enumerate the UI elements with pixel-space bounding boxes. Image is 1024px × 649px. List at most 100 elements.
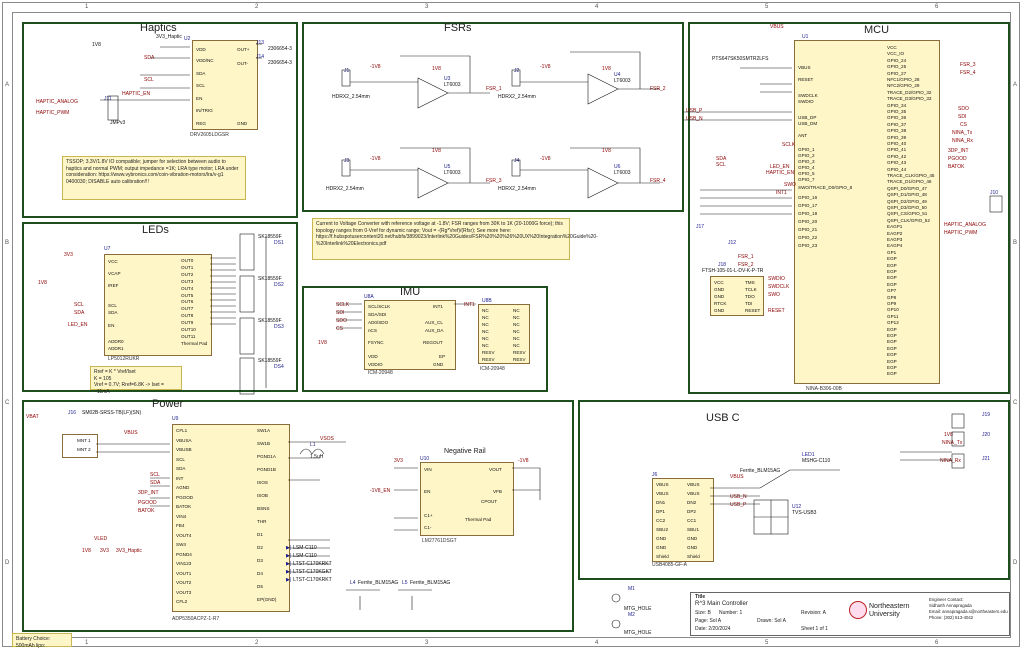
mcu-title: MCU	[864, 24, 890, 36]
imu2-right-pin-3: NC	[513, 329, 520, 334]
neg-rail-ic-ref: U10	[420, 456, 430, 462]
haptics-sda-net: SDA	[144, 55, 155, 61]
usb-right-pin-2: DN2	[687, 500, 697, 505]
fsr-opamp-u4: U4	[614, 72, 621, 78]
grid-row-b: B	[5, 240, 10, 246]
mcu-pin-ant: ANT	[798, 133, 808, 138]
imu2-right-pin-2: NC	[513, 322, 520, 327]
usb-left-pin-6: GND	[656, 536, 667, 541]
imu-pin-aux-da: AUX_DA	[425, 328, 444, 333]
power-scl-net: SCL	[150, 472, 160, 478]
imu2-right-pin-5: NC	[513, 343, 520, 348]
mcu-3dp-int-net: 3DP_INT	[948, 148, 969, 154]
title-block-size: Size: B	[695, 610, 711, 616]
pin-out-minus: OUT-	[237, 61, 248, 66]
imu-pin-ad0: AD0/SDO	[368, 320, 389, 325]
fsr-4-output: FSR_4	[650, 178, 666, 184]
mcu-pin-gpio-21: GPIO_21	[798, 227, 818, 232]
usb-right-pin-1: VBUS	[687, 491, 700, 496]
power-left-pin-2: VBUSB	[176, 447, 192, 452]
mcu-pin-vbus: VBUS	[798, 65, 811, 70]
usb-esd-ref: U12	[792, 504, 802, 510]
mcu-pin-gpio-3: GPIO_3	[798, 159, 815, 164]
power-left-pin-16: VOUT2	[176, 580, 192, 585]
power-left-pin-1: VBUSA	[176, 437, 192, 443]
debug-pin-gnd-2: GND	[714, 294, 725, 299]
led-pin-en: EN	[108, 323, 115, 328]
mcu-right-pin-5: NFC1/GPIO_28	[887, 77, 920, 82]
uart-rx-net: NINA_Rx	[940, 458, 961, 464]
power-inductor-ref: L1	[310, 442, 316, 448]
imu2-right-pin-0: NC	[513, 308, 520, 313]
power-left-pin-9: VIN4	[176, 513, 187, 519]
mcu-right-pin-24: QSPI_D2/GPIO_49	[887, 198, 927, 204]
led-out-pin-6: OUT6	[181, 299, 194, 305]
power-vled-net: VLED	[94, 536, 108, 542]
battery-conn-ref: J16	[68, 410, 77, 416]
power-vsos-net: VSOS	[320, 436, 334, 442]
imu-sdo-net: SDO	[336, 318, 347, 324]
imu-pin-fsync: FSYNC	[368, 340, 384, 345]
mcu-right-pin-45: EGP	[887, 333, 897, 338]
power-right-pin-10: D3	[257, 558, 263, 563]
neg-rail-3v3-net: 3V3	[394, 458, 403, 464]
led-out-pin-0: OUT0	[181, 258, 194, 263]
imu-pin-ep: EP	[439, 354, 446, 359]
mcu-pin-gpio-5: GPIO_5	[798, 171, 815, 176]
mcu-right-pin-50: EGP	[887, 365, 897, 370]
mcu-fsr1-net: FSR_1	[738, 254, 754, 260]
power-right-pin-13: EP(GND)	[257, 597, 277, 602]
usb-vbus-net: VBUS	[730, 474, 744, 480]
mcu-right-pin-18: GPIO_43	[887, 160, 907, 166]
power-right-pin-4: ISOS	[257, 480, 268, 485]
usb-right-pin-0: VBUS	[687, 482, 700, 487]
mcu-right-pin-19: GPIO_44	[887, 166, 907, 172]
usb-status-led-part: MSHG-C110	[802, 458, 831, 464]
fsr-conn-j1-part: HDRX2_2.54mm	[332, 94, 370, 100]
led-out-pin-11: OUT11	[181, 333, 196, 339]
status-led-4: ▶|LTST-C170KRKT	[286, 568, 332, 586]
mcu-sdo-net: SDO	[958, 106, 969, 112]
haptics-1v8-net: 1V8	[92, 42, 101, 48]
battery-note: Battery Choice: 500mAh lipo:	[12, 633, 72, 649]
power-left-pin-5: INT	[176, 475, 184, 481]
haptics-ic-part: DRV2605LDGSR	[190, 132, 229, 138]
fsr-conn-j1: J1	[344, 68, 350, 74]
grid-row-d: D	[5, 560, 10, 566]
mcu-right-pin-26: QSPI_CS/GPIO_51	[887, 211, 928, 217]
mcu-pin-gpio-17: GPIO_17	[798, 203, 818, 208]
mcu-right-pin-20: TRACE_CLK/GPIO_45	[887, 173, 935, 178]
power-left-pin-4: SDA	[176, 466, 186, 471]
mcu-usbp-net: USB_P	[686, 108, 703, 114]
imu2-left-pin-4: NC	[482, 336, 489, 341]
mcu-haptic-pwm-net: HAPTIC_PWM	[944, 230, 978, 236]
imu2-left-pin-6: RESV	[482, 350, 495, 355]
mcu-right-pin-21: TRACE_D1/GPIO_46	[887, 179, 932, 185]
mcu-right-pin-2: GPIO_24	[887, 57, 907, 63]
battery-mnt-1: MNT 1	[77, 438, 91, 443]
imu-cs-net: CS	[336, 326, 343, 332]
led-diode-icon: ▶|	[286, 577, 292, 583]
haptics-section: Haptics 3V3_Haptic 1V8 U2 VDD VDD/NC SDA…	[22, 22, 298, 218]
leds-ic: VCC VCAP IREF SCL SDA EN ADDR0 ADDR1 OUT…	[104, 254, 212, 356]
uart-header-j20: J20	[982, 432, 991, 438]
title-block-drawn: Drawn: Sol A	[757, 618, 786, 624]
power-left-pin-12: SW4	[176, 542, 186, 547]
fsr-pos-rail-1: 1V8	[432, 66, 441, 72]
power-right-pin-9: D2	[257, 545, 263, 550]
mcu-right-pin-6: NFC2/GPIO_29	[887, 83, 920, 89]
imu-title: IMU	[400, 286, 421, 298]
haptics-title: Haptics	[140, 22, 177, 34]
fsr-conn-j2: J2	[514, 68, 520, 74]
grid-row-c: C	[5, 400, 10, 406]
title-block-date: Date: 2/20/2024	[695, 626, 731, 632]
led-ds2-part: SK18559F	[258, 276, 282, 282]
fsr-conn-j2-part: HDRX2_2.54mm	[498, 94, 536, 100]
fsrs-section: FSRs J1 HDRX2_2.54mm J2 HDRX2_2.54mm J3 …	[302, 22, 684, 212]
fsr-pos-rail-4: 1V8	[602, 148, 611, 154]
mcu-haptic-analog-net: HAPTIC_ANALOG	[944, 222, 986, 228]
battery-conn-part: SM02B-SRSS-TB(LF)(SN)	[82, 410, 142, 416]
led-pin-sda: SDA	[108, 310, 118, 315]
